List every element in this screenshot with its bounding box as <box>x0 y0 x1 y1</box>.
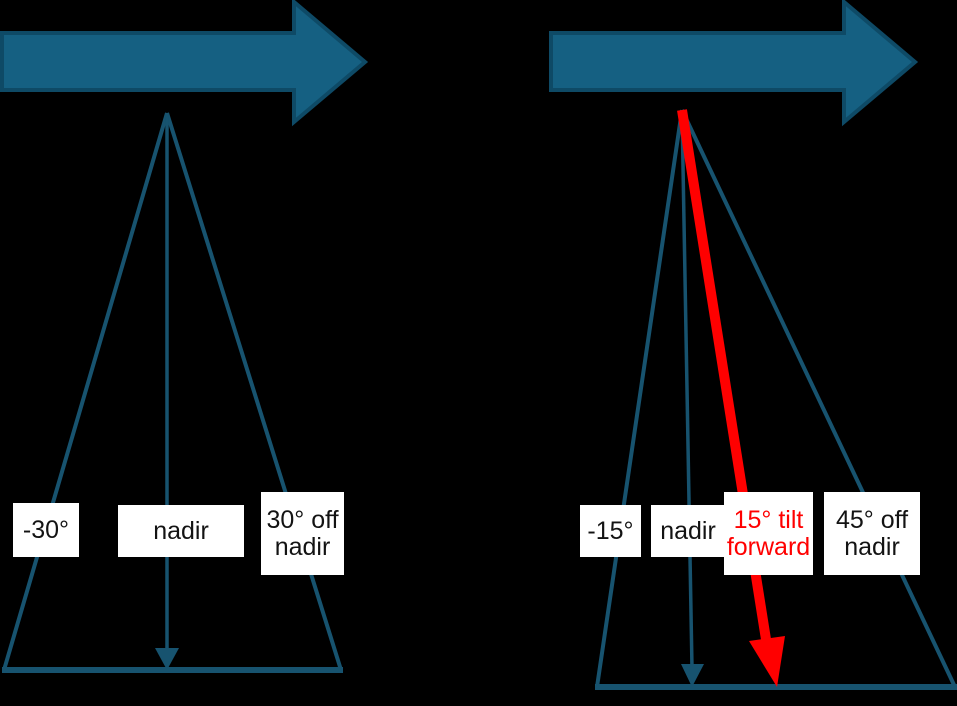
right-cone-right-edge-ray <box>680 109 957 688</box>
label-15-tilt-forward: 15° tilt forward <box>724 492 813 575</box>
left-nadir-arrowhead <box>155 648 179 670</box>
left-cone-right-edge-ray <box>165 112 343 671</box>
label-30-off-nadir: 30° off nadir <box>261 492 344 575</box>
label-45-off-nadir: 45° off nadir <box>824 492 920 575</box>
tilt-forward-arrowhead <box>749 636 785 687</box>
right-nadir-arrowhead <box>681 664 704 687</box>
right-cone-left-edge-ray <box>595 109 684 688</box>
right-nadir-ray <box>680 109 694 669</box>
label-minus-30: -30° <box>13 503 79 557</box>
left-panel-group <box>0 0 369 673</box>
label-minus-15: -15° <box>580 505 641 557</box>
right-flight-direction-arrow <box>549 0 919 127</box>
label-nadir-left: nadir <box>118 505 244 557</box>
right-panel-group <box>549 0 957 690</box>
label-nadir-right: nadir <box>651 505 725 557</box>
left-cone-left-edge-ray <box>2 112 169 671</box>
left-flight-direction-arrow <box>0 0 369 127</box>
